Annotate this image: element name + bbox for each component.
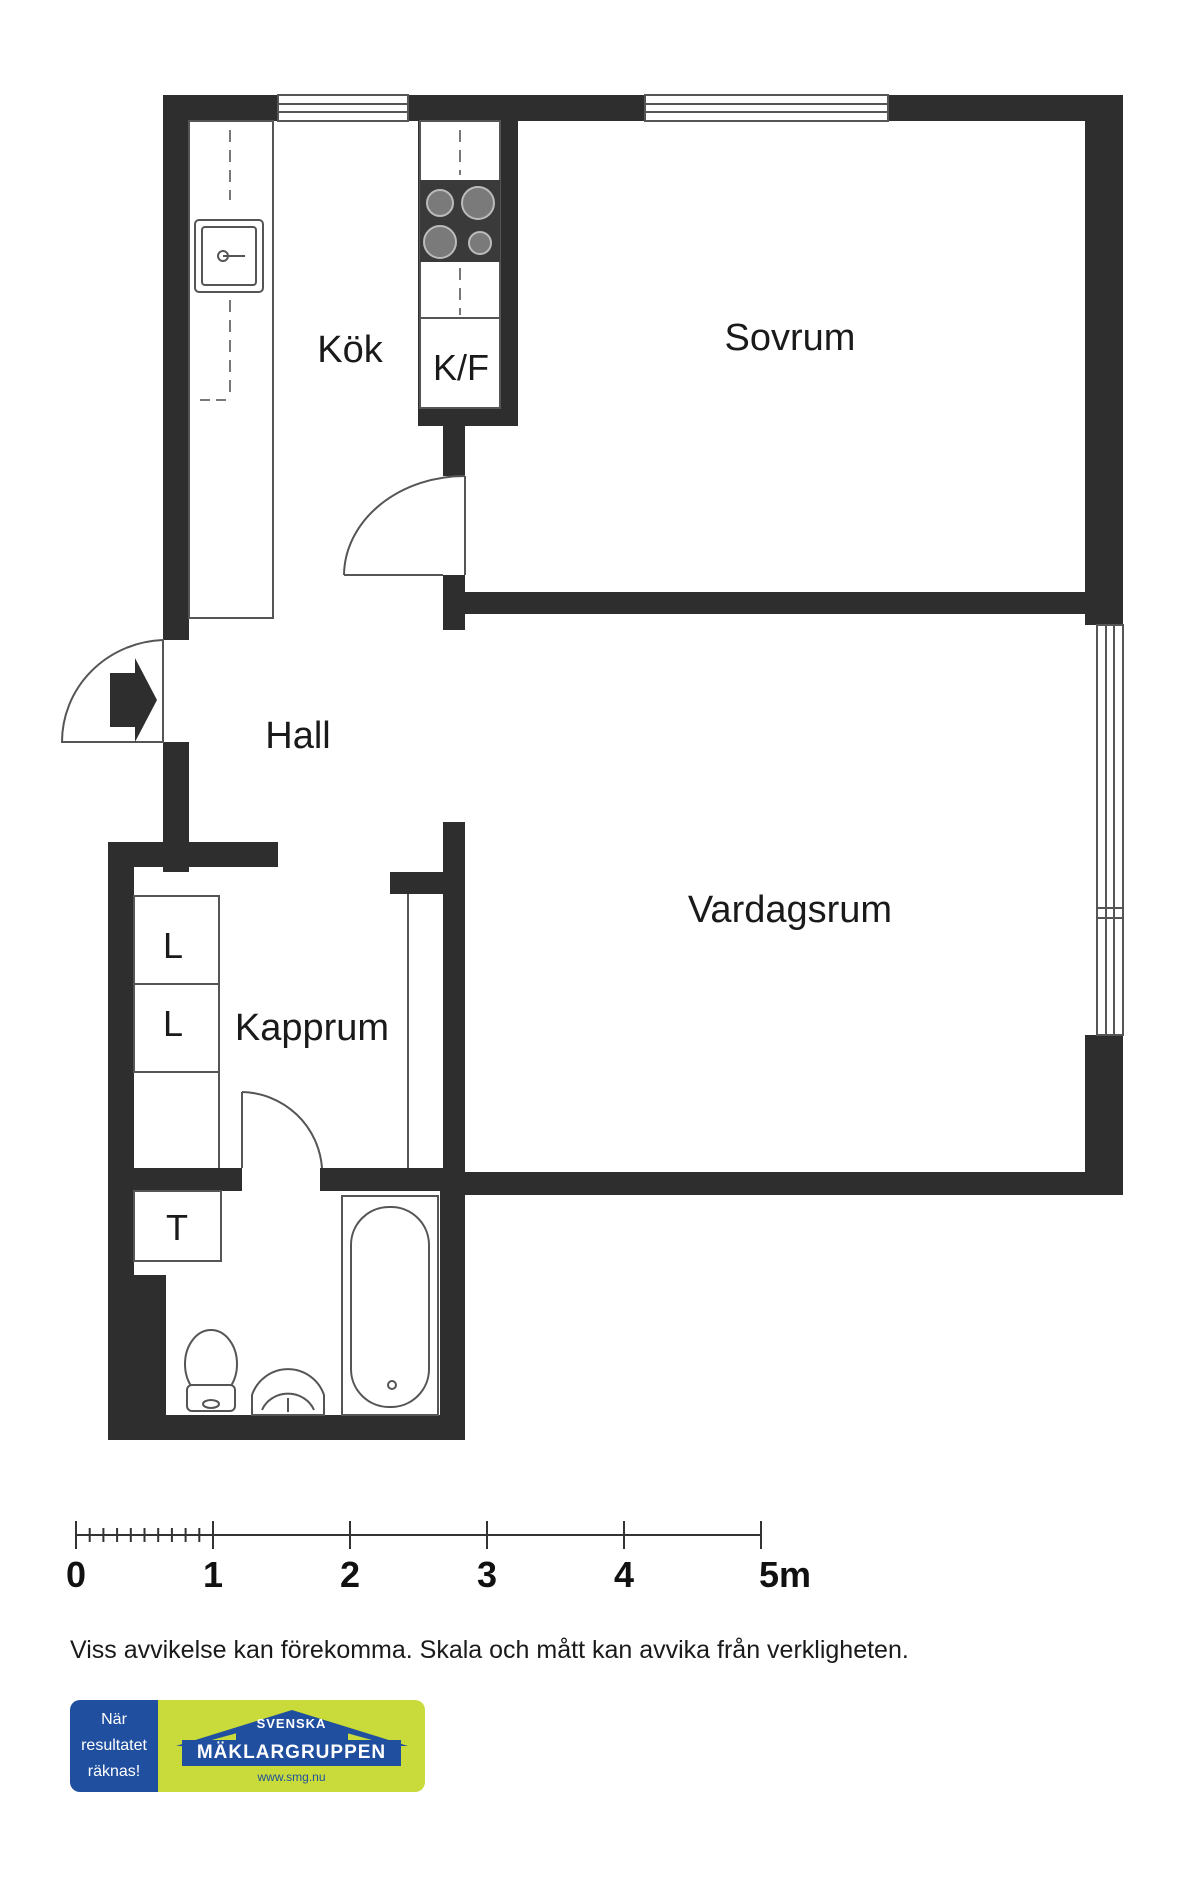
logo-brand-top: SVENSKA — [256, 1716, 327, 1731]
room-label-sovrum: Sovrum — [725, 317, 856, 359]
logo-tagline-line-1: När — [101, 1711, 127, 1728]
basin-icon — [251, 1368, 325, 1416]
logo-tagline: När resultatet räknas! — [70, 1700, 158, 1792]
wardrobe-label-2: L — [163, 1003, 183, 1044]
kitchen-counter-left — [188, 120, 274, 619]
scale-label: 4 — [614, 1554, 634, 1595]
wardrobe-label-1: L — [163, 925, 183, 966]
smg-logo: När resultatet räknas! SVENSKA MÄKLARGRU… — [70, 1700, 425, 1792]
kitchen-sink-icon — [194, 219, 264, 293]
stove-icon — [420, 180, 500, 262]
window-top-bedroom — [644, 94, 889, 122]
logo-tagline-line-3: räknas! — [87, 1763, 141, 1780]
bathtub-icon — [341, 1195, 439, 1416]
toilet-icon — [184, 1329, 238, 1412]
entrance-door — [60, 638, 164, 743]
scale-label: 5m — [759, 1554, 811, 1595]
room-label-kok: Kök — [317, 329, 383, 371]
window-right-livingroom — [1096, 624, 1124, 1036]
floor-plan: K/F — [60, 94, 1124, 1595]
logo-brand: SVENSKA MÄKLARGRUPPEN www.smg.nu — [158, 1700, 425, 1792]
bathroom-door — [241, 1091, 323, 1169]
disclaimer-text: Viss avvikelse kan förekomma. Skala och … — [70, 1636, 909, 1664]
window-top-kitchen — [277, 94, 409, 122]
washer-block — [133, 1190, 222, 1262]
scale-label: 0 — [66, 1554, 86, 1595]
room-label-hall: Hall — [265, 715, 330, 757]
kitchen-counter-right — [419, 120, 501, 409]
scale-label: 3 — [477, 1554, 497, 1595]
scale-labels: 0 1 2 3 4 5m — [66, 1554, 811, 1595]
fridge-freezer-label: K/F — [433, 347, 489, 388]
scale-label: 1 — [203, 1554, 223, 1595]
scale-bar — [75, 1521, 762, 1549]
logo-tagline-line-2: resultatet — [81, 1737, 147, 1754]
room-label-vardagsrum: Vardagsrum — [688, 889, 892, 931]
logo-brand-main: MÄKLARGRUPPEN — [182, 1740, 401, 1766]
room-label-kapprum: Kapprum — [235, 1007, 389, 1049]
bedroom-door — [343, 475, 466, 576]
logo-website: www.smg.nu — [257, 1770, 326, 1784]
washer-label: T — [166, 1207, 188, 1248]
wardrobe-block — [133, 895, 220, 1168]
scale-label: 2 — [340, 1554, 360, 1595]
